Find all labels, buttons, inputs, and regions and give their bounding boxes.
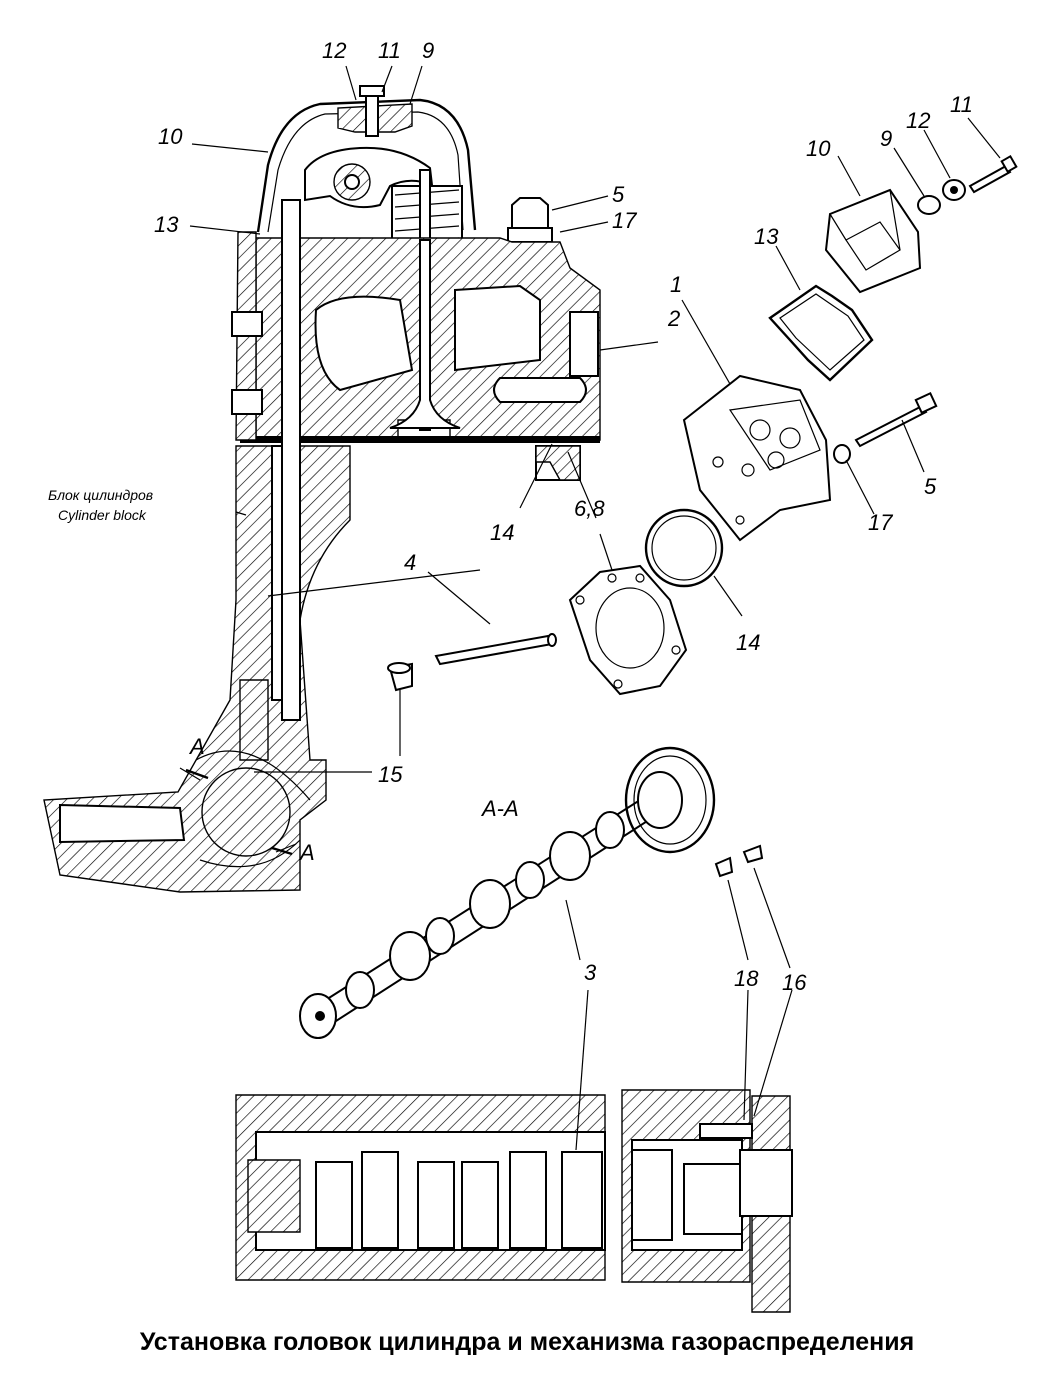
section-label: А-А [480, 796, 519, 821]
camshaft-bay-section [235, 1089, 793, 1313]
screw-18 [714, 856, 734, 878]
callout-13: 13 [154, 212, 179, 237]
callout-15: 15 [378, 762, 403, 787]
callout-2: 2 [667, 306, 680, 331]
exploded-pushrod [434, 634, 554, 666]
leader-lines [189, 65, 1001, 1151]
screw-16 [742, 844, 764, 864]
callout-1: 1 [670, 272, 682, 297]
callout-12: 12 [322, 38, 346, 63]
camshaft [299, 746, 764, 1039]
head-bolt [507, 197, 553, 243]
callout-12b: 12 [906, 108, 930, 133]
block-label-ru: Блок цилиндров [48, 487, 153, 503]
tappet [239, 679, 269, 761]
cam-gear [624, 746, 716, 854]
bolt-washer [833, 444, 851, 464]
exploded-head-bolt [854, 404, 928, 448]
sectional-view [43, 85, 601, 893]
callout-14: 14 [490, 520, 514, 545]
callout-18: 18 [734, 966, 759, 991]
exploded-head-parts [387, 154, 1018, 696]
diagram-caption: Установка головок цилиндра и механизма г… [139, 1328, 915, 1356]
callout-11b: 11 [950, 92, 973, 117]
exploded-head-gasket [568, 564, 688, 696]
liner-seal-ring [644, 508, 724, 588]
section-mark-a2: А [298, 840, 315, 865]
callout-labels: 12 11 9 10 13 5 17 1 2 Блок цилиндров Cy… [48, 38, 973, 995]
callout-17: 17 [612, 208, 637, 233]
callout-16: 16 [782, 970, 807, 995]
callout-9: 9 [422, 38, 434, 63]
callout-5b: 5 [924, 474, 937, 499]
callout-4: 4 [404, 550, 416, 575]
exploded-valve-cover [824, 188, 922, 294]
callout-3: 3 [584, 960, 597, 985]
head-gasket [240, 436, 600, 443]
cover-gasket [768, 284, 874, 382]
callout-6-8: 6,8 [574, 496, 605, 521]
cover-bolt [968, 164, 1012, 194]
camshaft-section [201, 767, 291, 857]
callout-10b: 10 [806, 136, 831, 161]
callout-17b: 17 [868, 510, 893, 535]
section-mark-a1: А [188, 734, 205, 759]
exploded-cylinder-head [682, 374, 832, 542]
callout-9b: 9 [880, 126, 892, 151]
valve-cover [256, 98, 477, 233]
pushrod [281, 199, 301, 721]
callout-11: 11 [378, 38, 401, 63]
block-label-en: Cylinder block [58, 507, 147, 523]
callout-10: 10 [158, 124, 183, 149]
callout-14b: 14 [736, 630, 760, 655]
valve [389, 239, 461, 429]
washer [917, 195, 941, 215]
callout-13b: 13 [754, 224, 779, 249]
callout-5: 5 [612, 182, 625, 207]
